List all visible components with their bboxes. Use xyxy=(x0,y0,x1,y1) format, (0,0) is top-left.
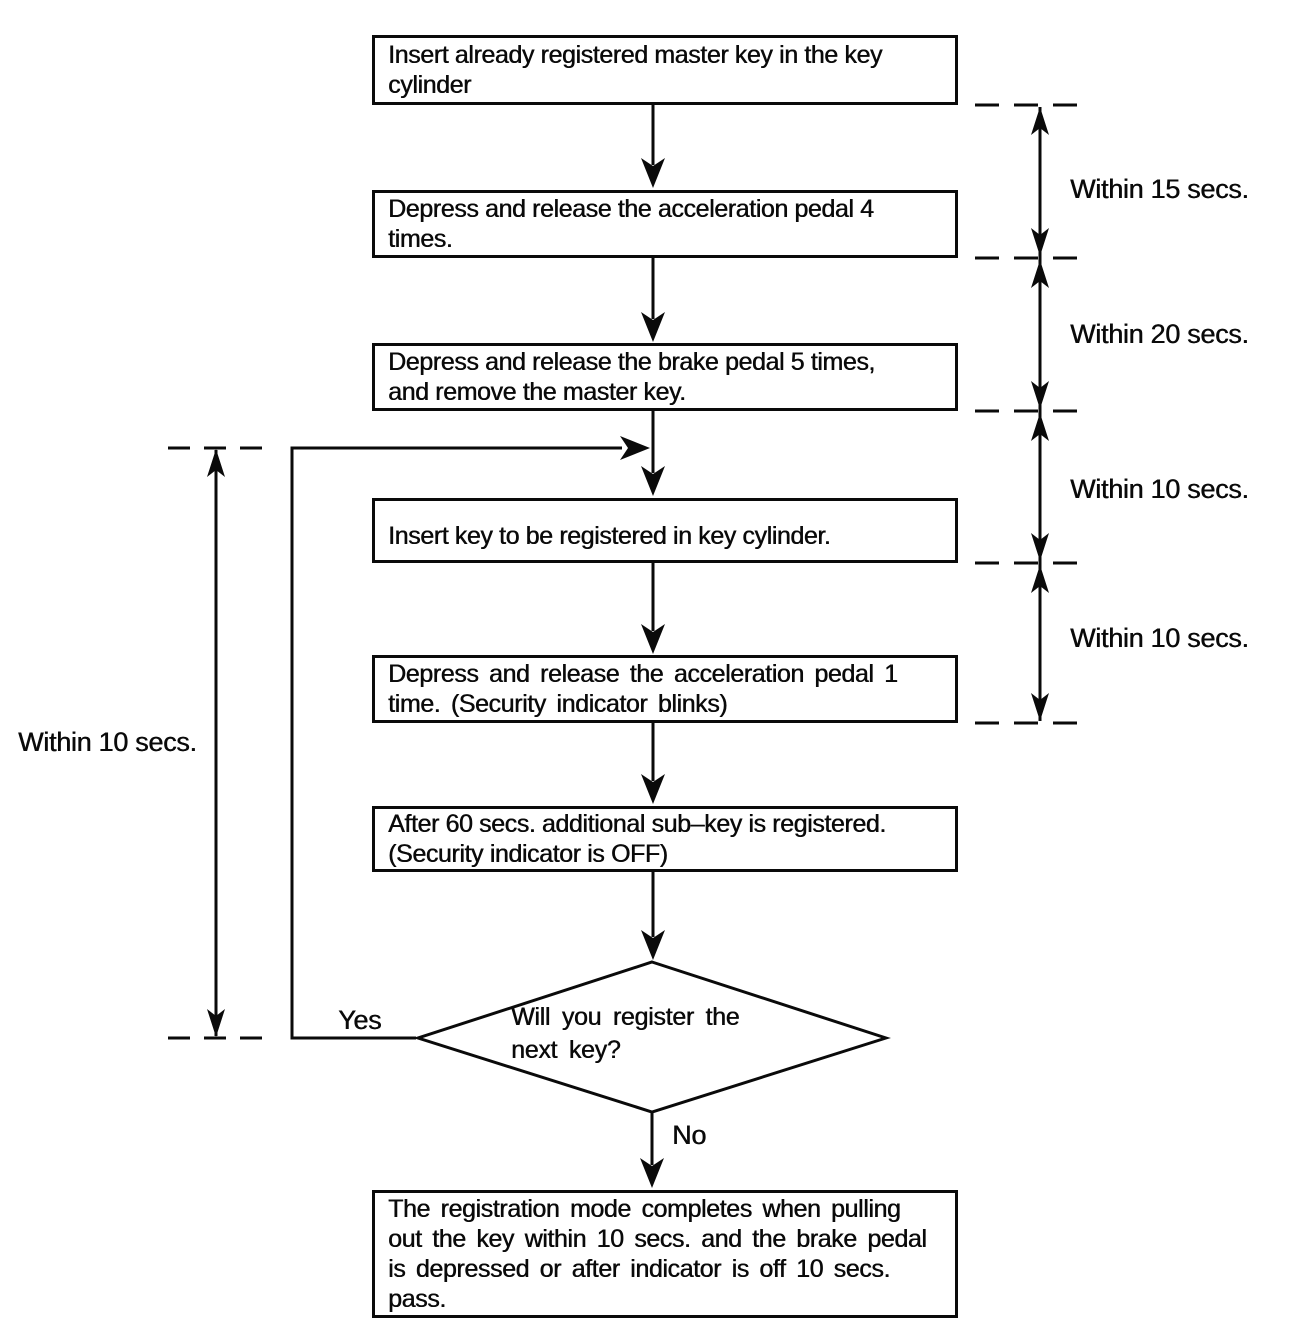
no-branch-label: No xyxy=(672,1120,706,1150)
arrow-head-down xyxy=(1031,381,1049,409)
timing-label-within-10-secs-b: Within 10 secs. xyxy=(1070,623,1249,653)
step-registration-complete: The registration mode completes when pul… xyxy=(372,1190,958,1318)
arrow-head-down xyxy=(641,158,665,188)
right-dimension-arrows xyxy=(1031,107,1049,721)
timing-label-within-10-secs-left: Within 10 secs. xyxy=(18,727,197,757)
arrow-head-up xyxy=(1031,413,1049,441)
decision-question: Will you register the next key? xyxy=(511,1003,740,1064)
step-sub-key-registered: After 60 secs. additional sub–key is reg… xyxy=(372,806,958,872)
arrow-head-up xyxy=(1031,565,1049,593)
arrow-head-up xyxy=(1031,107,1049,135)
flow-arrows xyxy=(640,105,665,1188)
step-text: Insert key to be registered in key cylin… xyxy=(388,521,831,550)
arrow-head-down xyxy=(641,930,665,960)
arrow-head-down xyxy=(640,1158,664,1188)
arrow-head-down xyxy=(1031,228,1049,256)
arrow-head-down xyxy=(1031,693,1049,721)
left-dimension-arrows xyxy=(168,446,270,1040)
yes-loop xyxy=(290,436,650,1040)
arrow-head-right xyxy=(620,436,650,460)
step-brake-pedal-5-times: Depress and release the brake pedal 5 ti… xyxy=(372,343,958,411)
timing-label-within-20-secs: Within 20 secs. xyxy=(1070,319,1249,349)
arrow-head-down xyxy=(207,1009,225,1037)
step-acceleration-pedal-1-time: Depress and release the acceleration ped… xyxy=(372,655,958,723)
step-text: Depress and release the acceleration ped… xyxy=(388,195,874,253)
step-insert-key-to-register: Insert key to be registered in key cylin… xyxy=(372,498,958,563)
decision-diamond xyxy=(413,960,891,1114)
step-insert-master-key: Insert already registered master key in … xyxy=(372,35,958,105)
step-acceleration-pedal-4-times: Depress and release the acceleration ped… xyxy=(372,190,958,258)
arrow-head-down xyxy=(641,312,665,342)
arrow-head-down xyxy=(641,624,665,654)
yes-branch-label: Yes xyxy=(338,1005,382,1035)
step-text: Depress and release the brake pedal 5 ti… xyxy=(388,348,875,406)
right-dashed-lines xyxy=(975,103,1092,725)
step-text: Insert already registered master key in … xyxy=(388,41,882,99)
step-text: Depress and release the acceleration ped… xyxy=(388,660,898,718)
yes-loop-line xyxy=(290,446,622,1040)
arrow-head-down xyxy=(641,466,665,496)
timing-label-within-15-secs: Within 15 secs. xyxy=(1070,174,1249,204)
timing-label-within-10-secs-a: Within 10 secs. xyxy=(1070,474,1249,504)
arrow-head-down xyxy=(1031,533,1049,561)
arrow-head-up xyxy=(207,449,225,477)
step-text: After 60 secs. additional sub–key is reg… xyxy=(388,810,886,868)
arrow-head-down xyxy=(641,774,665,804)
step-text: The registration mode completes when pul… xyxy=(388,1195,927,1313)
arrow-head-up xyxy=(1031,260,1049,288)
